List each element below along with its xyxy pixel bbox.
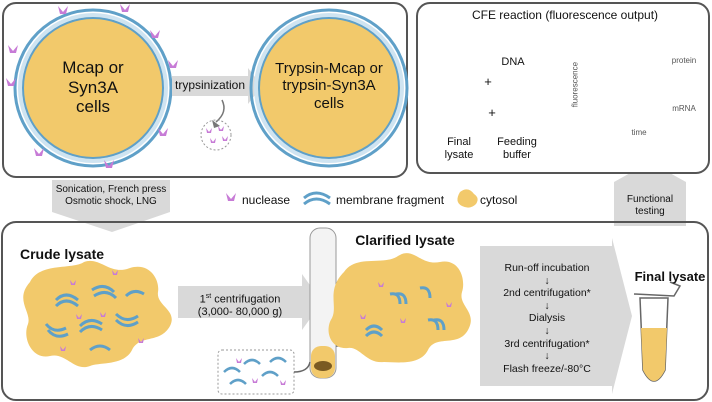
final-lysate-label: Final lysate <box>634 269 706 284</box>
clarified-lysate-label: Clarified lysate <box>355 232 455 248</box>
centrifugation-1-label: 1st centrifugation (3,000- 80,000 g) <box>197 293 283 319</box>
cfe-plus-2: + <box>488 105 496 120</box>
centrifugation-arrow <box>178 274 322 330</box>
processing-steps: Run-off incubation↓2nd centrifugation* ↓… <box>503 262 591 375</box>
legend-cytosol: cytosol <box>480 193 518 207</box>
cfe-dna-label: DNA <box>501 56 525 68</box>
final-lysate-tube <box>633 281 682 382</box>
crude-lysate-blob <box>23 260 172 368</box>
testing-arrow <box>614 162 686 226</box>
mcap-cell <box>13 8 173 168</box>
trypsin-cell <box>249 8 409 168</box>
trypsinization-label: trypsinization <box>174 78 246 92</box>
chart-y-label: fluorescence <box>570 61 580 108</box>
cfe-title: CFE reaction (fluorescence output) <box>471 8 659 22</box>
chart-x-label: time <box>631 128 647 137</box>
cfe-reaction-panel <box>416 2 710 174</box>
lysis-arrow <box>52 180 170 232</box>
legend-nuclease: nuclease <box>242 193 291 207</box>
steps-arrow <box>480 238 632 394</box>
cytosol-icon <box>457 189 478 208</box>
legend-membrane: membrane fragment <box>336 193 445 207</box>
trypsinization-arrow <box>172 68 262 104</box>
protein-series-label: protein <box>671 56 697 65</box>
lysate-processing-panel <box>1 221 709 401</box>
cleaved-nuclease-circle <box>200 119 232 151</box>
crude-lysate-label: Crude lysate <box>20 246 105 262</box>
mrna-series-label: mRNA <box>672 104 696 113</box>
clarified-lysate-blob <box>328 253 471 363</box>
pellet-inset <box>217 349 295 395</box>
cfe-plus-1: + <box>484 74 492 89</box>
membrane-icon <box>303 191 331 200</box>
nuclease-icon <box>226 193 236 201</box>
surface-nucleases <box>6 4 178 168</box>
